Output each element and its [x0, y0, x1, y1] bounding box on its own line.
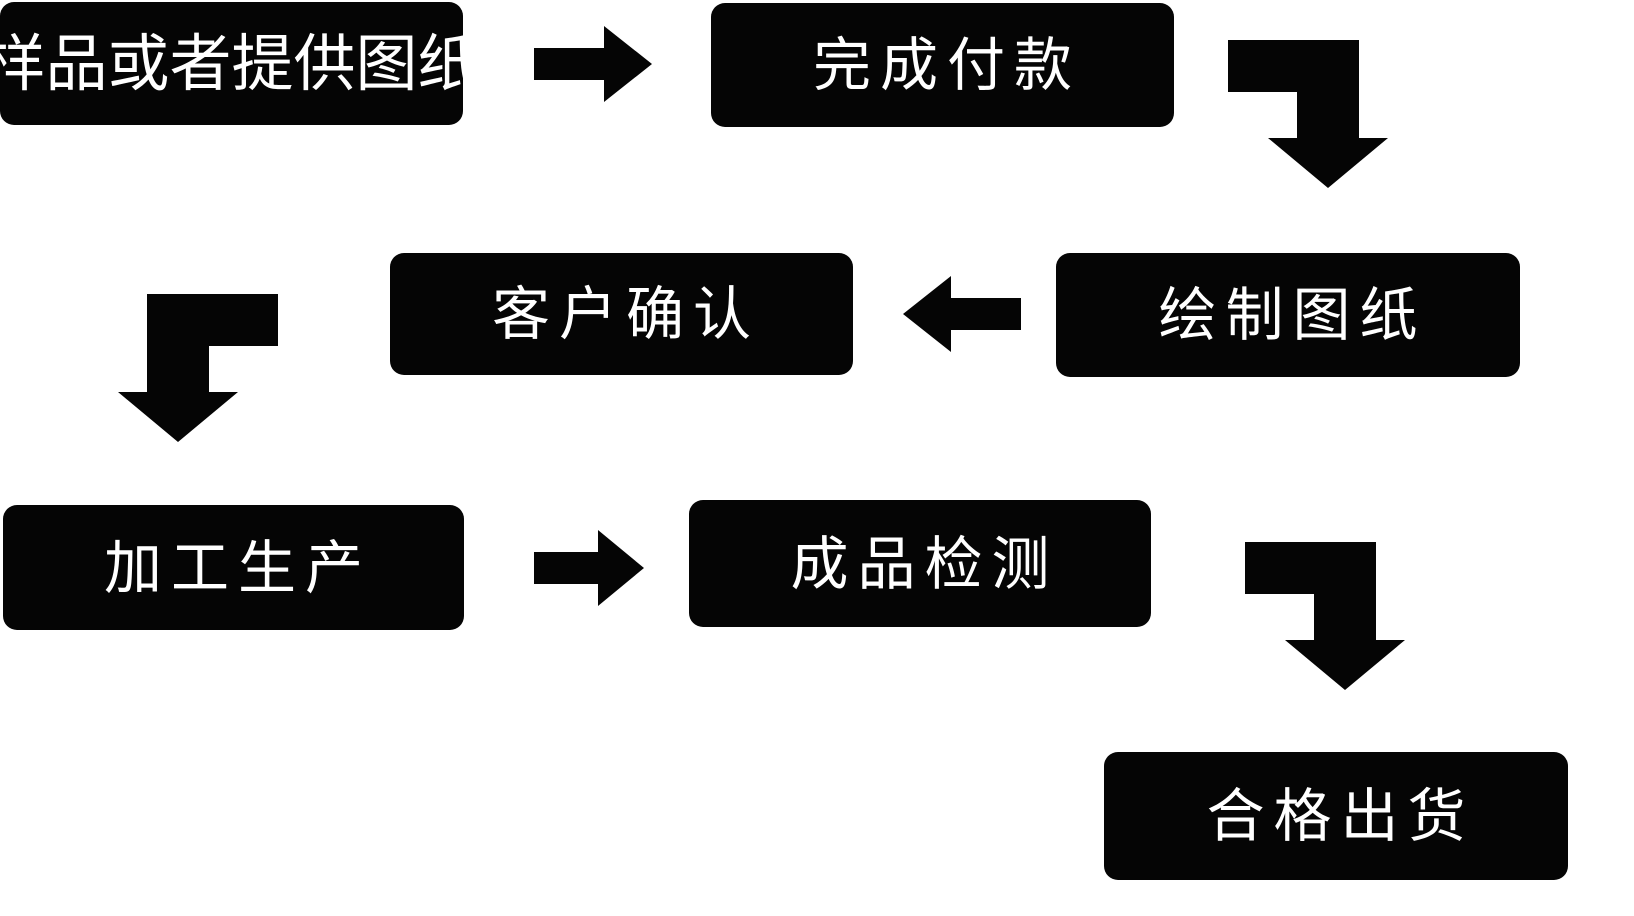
process-node-product-inspection[interactable]: 成品检测	[689, 500, 1151, 627]
connector-elbow-right-down-2	[1245, 542, 1405, 690]
elbow-arrow-right-down-icon	[1228, 40, 1388, 188]
connector-arrow-right-1	[534, 26, 652, 102]
process-node-draw-blueprint[interactable]: 绘制图纸	[1056, 253, 1520, 377]
process-node-qualified-shipment[interactable]: 合格出货	[1104, 752, 1568, 880]
connector-arrow-left-1	[903, 276, 1021, 352]
process-node-production[interactable]: 加工生产	[3, 505, 464, 630]
node-label: 成品检测	[790, 529, 1059, 598]
elbow-arrow-right-down-icon	[1245, 542, 1405, 690]
elbow-arrow-left-down-icon	[118, 294, 278, 442]
node-label: 加工生产	[103, 533, 372, 602]
node-label: 完成付款	[812, 31, 1081, 99]
process-node-sample-or-drawing[interactable]: 样品或者提供图纸	[0, 2, 480, 125]
connector-arrow-right-2	[534, 530, 644, 606]
node-label: 样品或者提供图纸	[0, 26, 480, 100]
node-label: 客户确认	[491, 280, 760, 348]
arrow-right-icon	[534, 26, 652, 102]
connector-elbow-right-down-1	[1228, 40, 1388, 188]
node-label: 合格出货	[1206, 782, 1475, 850]
arrow-left-icon	[903, 276, 1021, 352]
connector-elbow-left-down-1	[118, 294, 278, 442]
process-node-complete-payment[interactable]: 完成付款	[711, 3, 1174, 127]
arrow-right-icon	[534, 530, 644, 606]
process-node-customer-confirm[interactable]: 客户确认	[390, 253, 853, 375]
node-label: 绘制图纸	[1158, 281, 1427, 349]
